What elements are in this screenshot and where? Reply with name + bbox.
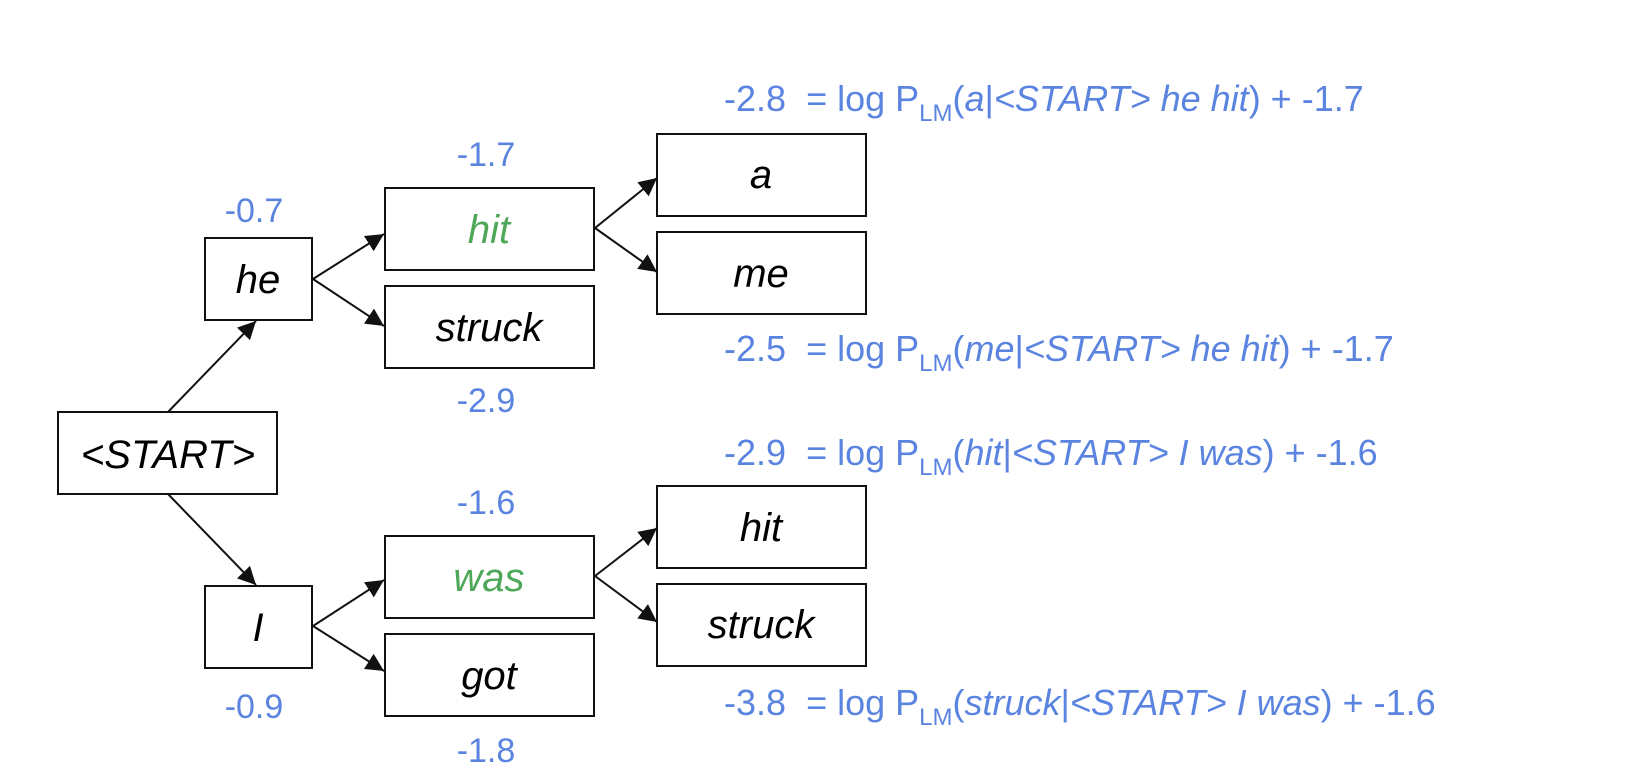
edge-he-hit bbox=[312, 233, 385, 280]
formula-hit2-close: ) + -1.6 bbox=[1263, 432, 1378, 473]
formula-hit2-value: -2.9 bbox=[724, 432, 786, 473]
score-he: -0.7 bbox=[225, 192, 284, 230]
formula-me-value: -2.5 bbox=[724, 328, 786, 369]
score-was: -1.6 bbox=[457, 484, 516, 522]
score-i: -0.9 bbox=[225, 688, 284, 726]
formula-hit2-sub: LM bbox=[919, 454, 952, 481]
node-a: a bbox=[656, 133, 867, 217]
edge-hit-a bbox=[594, 177, 658, 229]
formula-hit2-word: hit bbox=[965, 432, 1005, 473]
formula-hit2-context: <START> I was bbox=[1012, 432, 1263, 473]
formula-a-eq: = log P bbox=[806, 78, 919, 119]
score-got: -1.8 bbox=[457, 732, 516, 770]
edge-was-hit bbox=[594, 527, 658, 577]
formula-struck2-eq: = log P bbox=[806, 682, 919, 723]
edges bbox=[167, 177, 658, 672]
formula-me-bar: | bbox=[1015, 328, 1024, 369]
formula-a-close: ) + -1.7 bbox=[1249, 78, 1364, 119]
formula-struck2-word: struck bbox=[965, 682, 1063, 723]
formula-struck2-value: -3.8 bbox=[724, 682, 786, 723]
formula-struck2-open: ( bbox=[953, 682, 965, 723]
formula-a-word: a bbox=[965, 78, 985, 119]
formula-struck2-context: <START> I was bbox=[1070, 682, 1321, 723]
edge-he-struck bbox=[312, 278, 385, 327]
formula-a-bar: | bbox=[985, 78, 994, 119]
formula-a: -2.8 = log PLM(a|<START> he hit) + -1.7 bbox=[724, 78, 1364, 127]
formula-a-open: ( bbox=[953, 78, 965, 119]
node-a-label: a bbox=[750, 153, 772, 197]
formula-me-close: ) + -1.7 bbox=[1279, 328, 1394, 369]
node-he-label: he bbox=[236, 258, 281, 302]
node-me: me bbox=[656, 231, 867, 315]
node-struck-label: struck bbox=[436, 306, 545, 350]
formula-a-context: <START> he hit bbox=[994, 78, 1251, 119]
node-i-label: I bbox=[252, 606, 263, 650]
edge-i-was bbox=[312, 579, 385, 627]
formula-struck2: -3.8 = log PLM(struck|<START> I was) + -… bbox=[724, 682, 1436, 731]
node-me-label: me bbox=[733, 252, 789, 296]
node-was-label: was bbox=[453, 556, 524, 600]
formula-struck2-bar: | bbox=[1061, 682, 1070, 723]
node-got: got bbox=[384, 633, 595, 717]
formula-hit2: -2.9 = log PLM(hit|<START> I was) + -1.6 bbox=[724, 432, 1378, 481]
node-struck2: struck bbox=[656, 583, 867, 667]
formula-a-sub: LM bbox=[919, 100, 952, 127]
formula-me-open: ( bbox=[953, 328, 965, 369]
formula-me: -2.5 = log PLM(me|<START> he hit) + -1.7 bbox=[724, 328, 1394, 377]
formula-struck2-close: ) + -1.6 bbox=[1321, 682, 1436, 723]
edge-hit-me bbox=[594, 227, 658, 273]
node-start: <START> bbox=[57, 411, 278, 495]
formula-hit2-bar: | bbox=[1003, 432, 1012, 473]
node-he: he bbox=[204, 237, 313, 321]
edge-i-got bbox=[312, 625, 385, 672]
node-start-label: <START> bbox=[81, 433, 255, 477]
node-hit: hit bbox=[384, 187, 595, 271]
node-scores: -0.7 -0.9 -1.7 -2.9 -1.6 -1.8 bbox=[225, 136, 516, 770]
formula-hit2-eq: = log P bbox=[806, 432, 919, 473]
node-hit2: hit bbox=[656, 485, 867, 569]
node-hit-label: hit bbox=[468, 208, 512, 252]
node-i: I bbox=[204, 585, 313, 669]
edge-start-he bbox=[167, 320, 257, 413]
score-struck: -2.9 bbox=[457, 382, 516, 420]
node-got-label: got bbox=[461, 654, 518, 698]
node-hit2-label: hit bbox=[740, 506, 784, 550]
node-struck2-label: struck bbox=[708, 603, 817, 647]
node-struck: struck bbox=[384, 285, 595, 369]
score-hit: -1.7 bbox=[457, 136, 516, 174]
formula-me-sub: LM bbox=[919, 350, 952, 377]
formula-me-word: me bbox=[965, 328, 1015, 369]
formula-hit2-open: ( bbox=[953, 432, 965, 473]
formula-a-value: -2.8 bbox=[724, 78, 786, 119]
node-was: was bbox=[384, 535, 595, 619]
edge-was-struck bbox=[594, 575, 658, 623]
edge-start-i bbox=[167, 493, 257, 586]
formula-me-eq: = log P bbox=[806, 328, 919, 369]
formula-struck2-sub: LM bbox=[919, 704, 952, 731]
formula-me-context: <START> he hit bbox=[1024, 328, 1281, 369]
